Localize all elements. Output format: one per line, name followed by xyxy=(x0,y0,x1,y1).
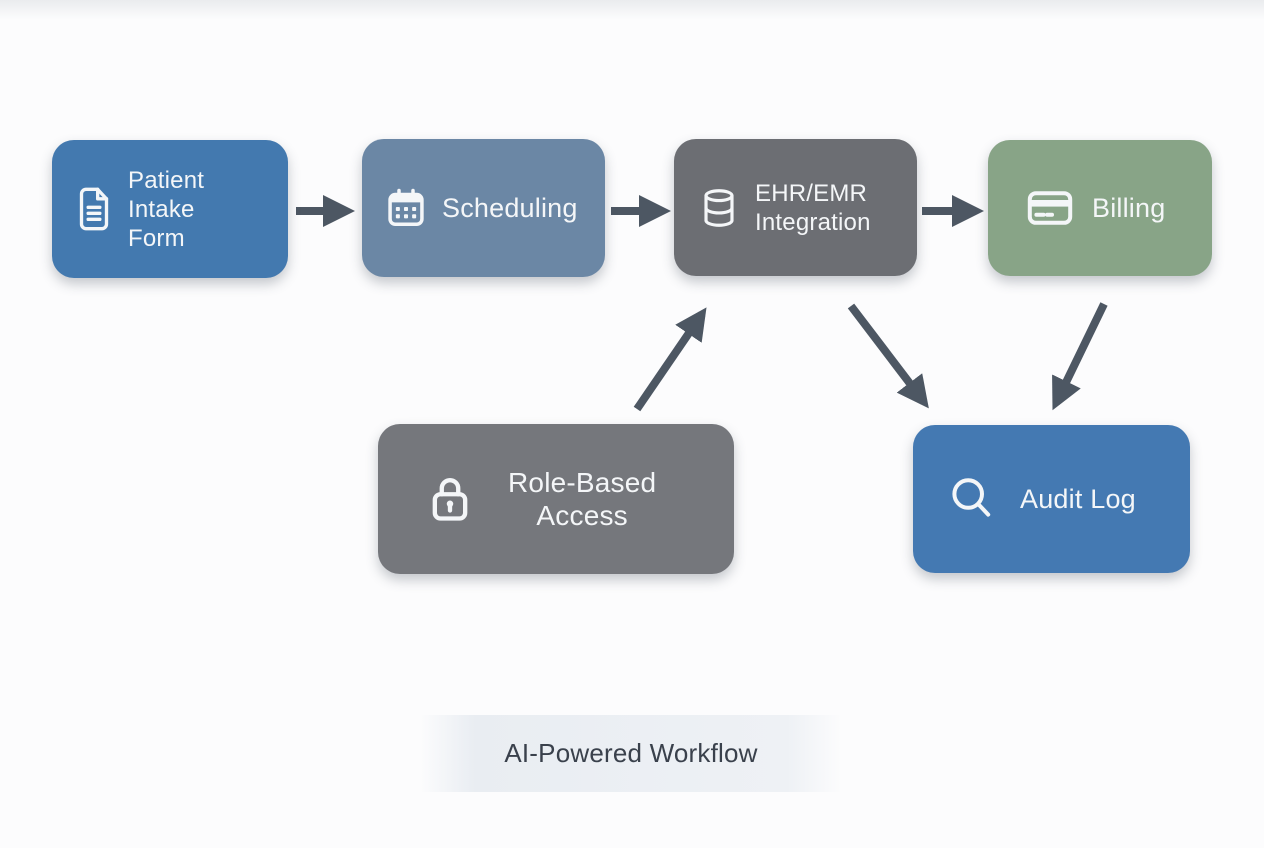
node-label: Patient Intake Form xyxy=(128,166,204,253)
node-label: Scheduling xyxy=(442,192,578,224)
search-icon xyxy=(947,472,995,526)
node-label: Audit Log xyxy=(1020,483,1136,515)
node-label-line: Audit Log xyxy=(1020,484,1136,514)
node-patient-intake-form: Patient Intake Form xyxy=(52,140,288,278)
node-role-based-access: Role-Based Access xyxy=(378,424,734,574)
database-icon xyxy=(700,184,738,232)
node-label: EHR/EMR Integration xyxy=(755,179,871,237)
node-label-line: Role-Based xyxy=(508,467,657,498)
arrow-rbac-to-ehr xyxy=(633,307,707,412)
node-label-line: Intake xyxy=(128,195,195,223)
node-label-line: Form xyxy=(128,224,185,252)
calendar-icon xyxy=(385,187,427,229)
node-scheduling: Scheduling xyxy=(362,139,605,277)
node-billing: Billing xyxy=(988,140,1212,276)
diagram-caption-banner: AI-Powered Workflow xyxy=(420,715,842,792)
node-ehr-emr-integration: EHR/EMR Integration xyxy=(674,139,917,276)
node-label-line: Patient xyxy=(128,166,205,194)
credit-card-icon xyxy=(1025,188,1075,228)
lock-icon xyxy=(424,470,476,528)
node-label-line: EHR/EMR xyxy=(755,179,868,207)
node-label-line: Billing xyxy=(1092,193,1166,223)
node-label-line: Access xyxy=(536,500,628,531)
node-audit-log: Audit Log xyxy=(913,425,1190,573)
arrow-ehr-to-audit-log xyxy=(847,303,929,409)
node-label: Billing xyxy=(1092,192,1165,224)
document-icon xyxy=(74,184,114,234)
node-label-line: Integration xyxy=(755,208,871,236)
arrow-billing-to-audit-log xyxy=(1052,302,1108,411)
node-label: Role-Based Access xyxy=(508,466,656,532)
diagram-title: AI-Powered Workflow xyxy=(504,738,758,768)
node-label-line: Scheduling xyxy=(442,193,578,223)
